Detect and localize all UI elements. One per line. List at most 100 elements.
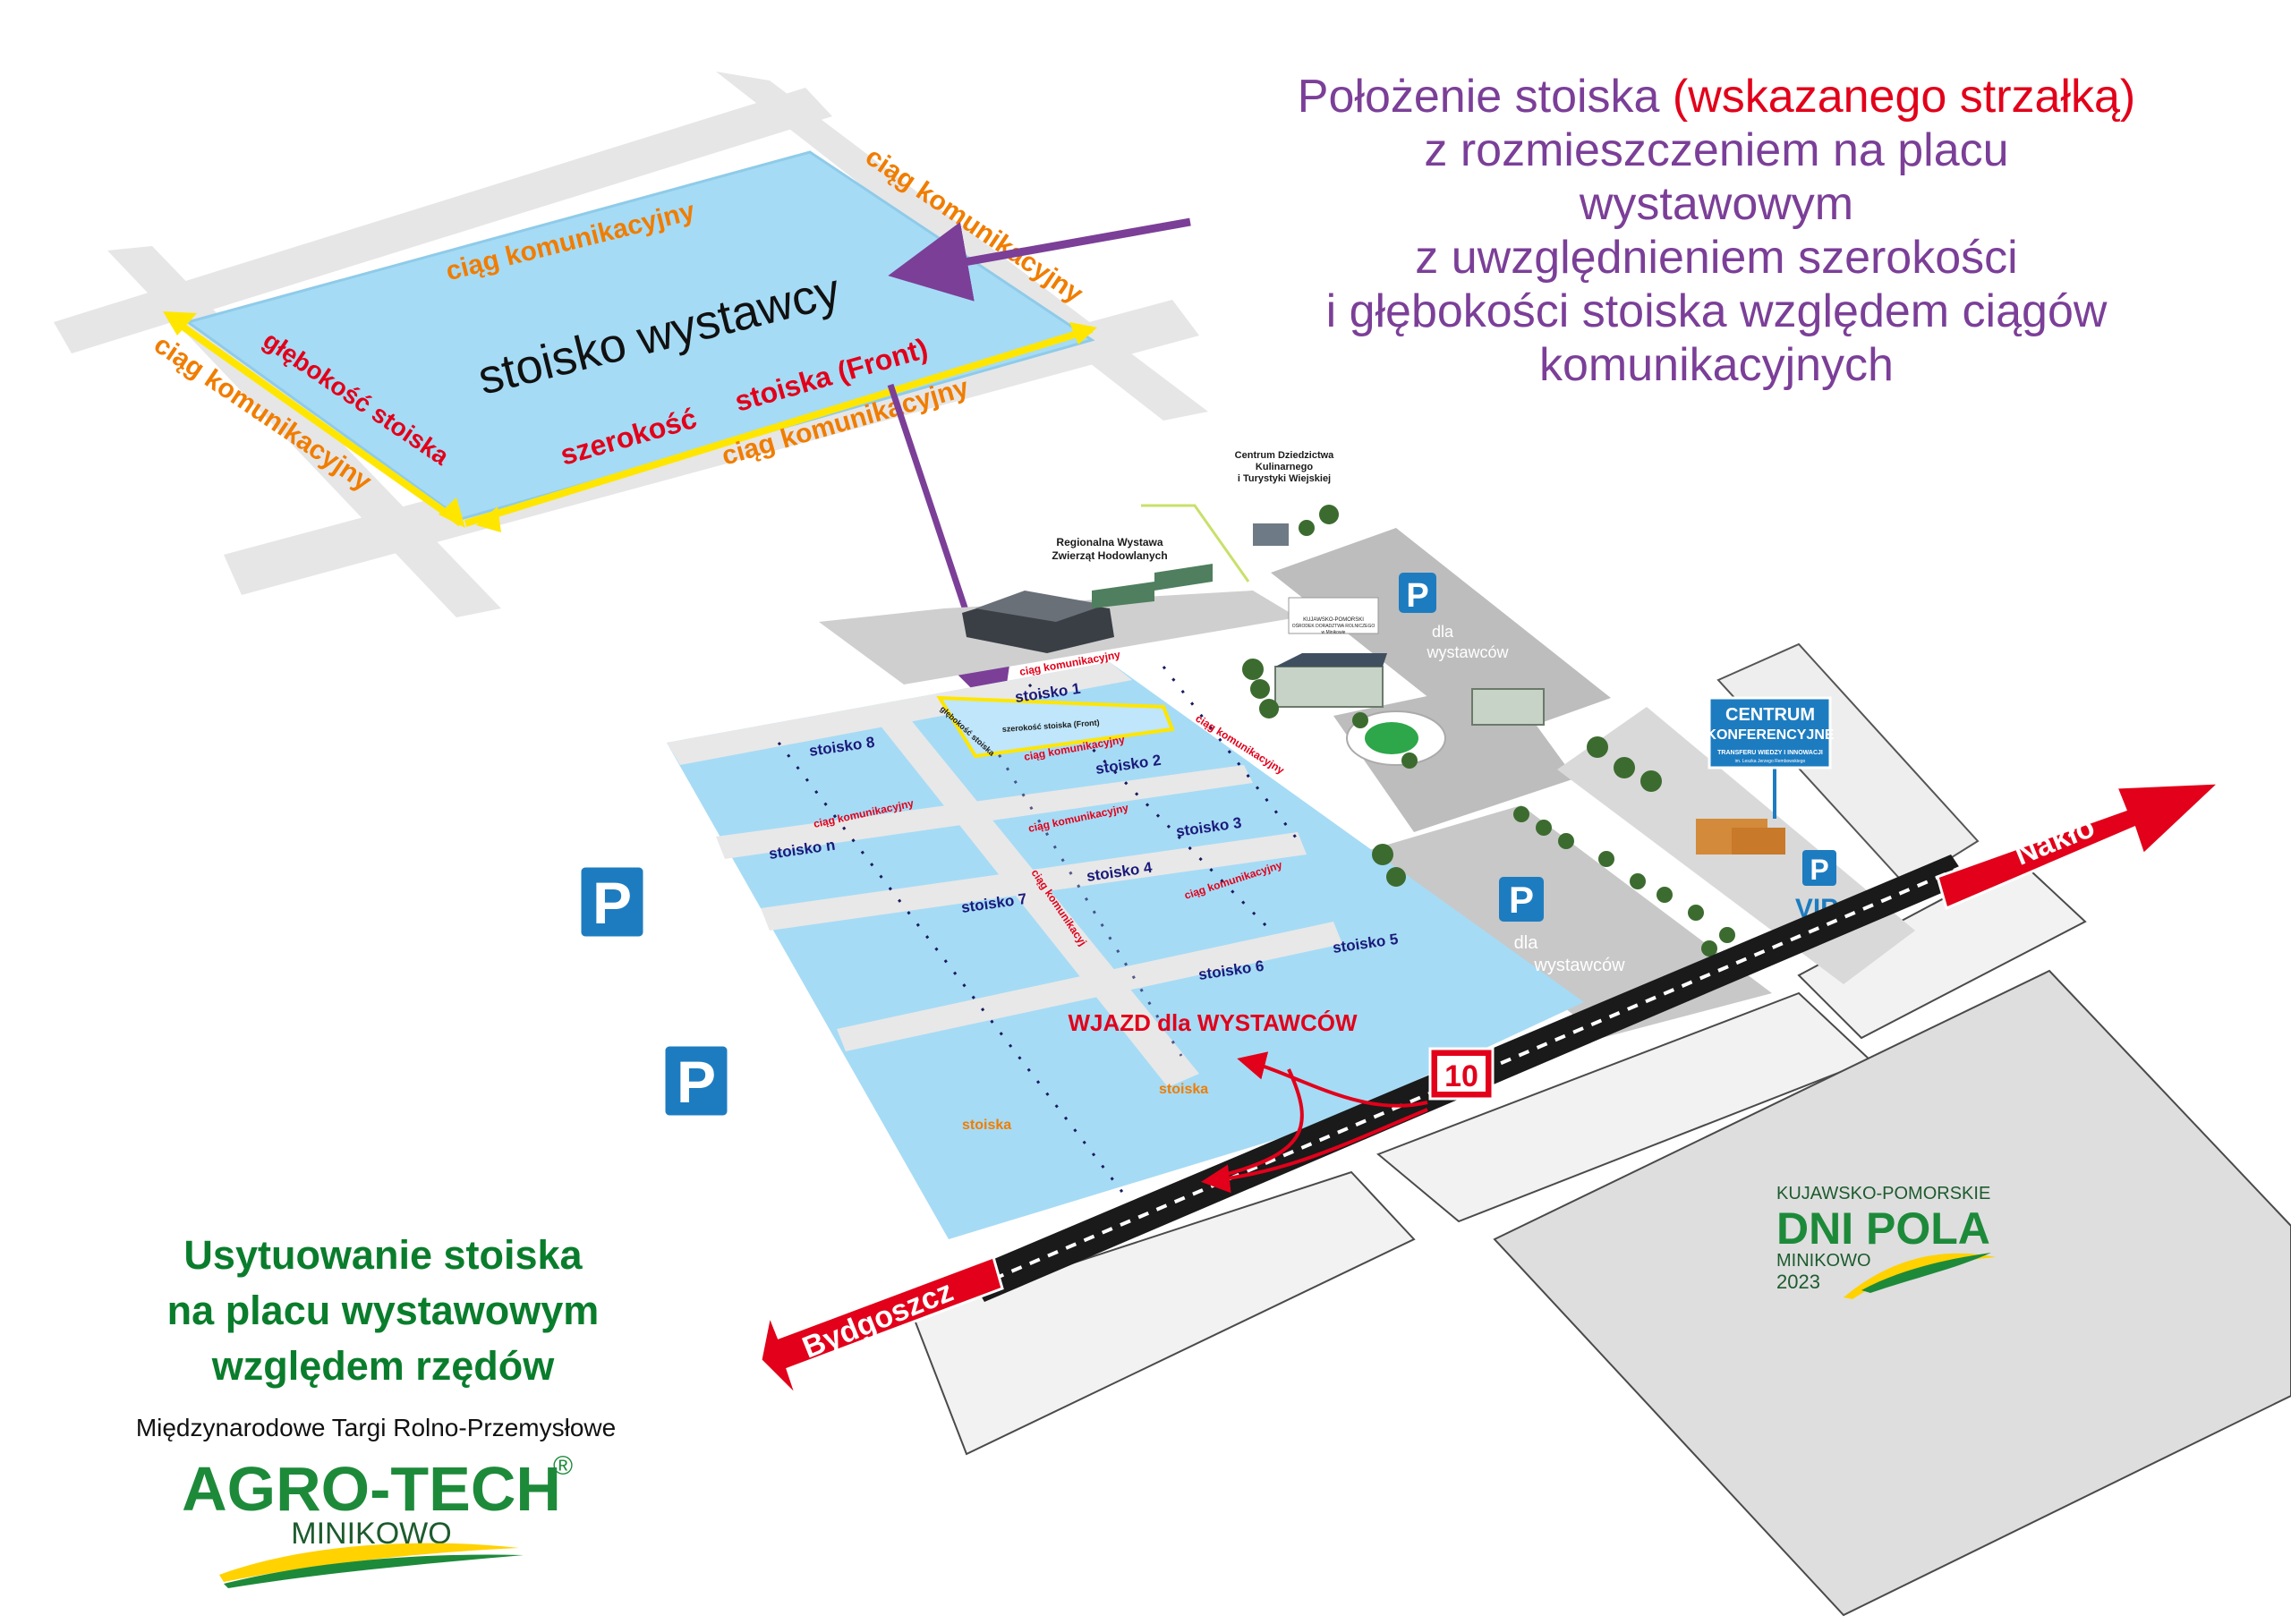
animals-label-1: Regionalna Wystawa	[1056, 536, 1163, 548]
fair-name: AGRO-TECH	[182, 1454, 561, 1524]
entry-label: WJAZD dla WYSTAWCÓW	[1068, 1009, 1358, 1036]
divider-4	[974, 715, 1183, 1057]
stand-label-bottom-2: stoiska	[1159, 1082, 1208, 1097]
animals-shed-1	[1092, 582, 1154, 608]
inset-diagram: stoisko wystawcy ciąg komunikacyjny ciąg…	[54, 72, 1208, 719]
headline-line6: komunikacyjnych	[1539, 339, 1894, 391]
dni-pola-logo: KUJAWSKO-POMORSKIE DNI POLA MINIKOWO 202…	[1776, 1184, 1996, 1299]
headline-line1-red: (wskazanego strzałką)	[1673, 71, 2135, 123]
headline-line1: Położenie stoiska (wskazanego strzałką)	[1298, 71, 2135, 123]
animals-shed-2	[1154, 564, 1213, 591]
parking-sign-left-1: P	[578, 864, 646, 940]
conference-label-1: CENTRUM	[1725, 705, 1815, 725]
exhibition-ground	[667, 662, 1584, 1239]
stand-label-bottom-1: stoiska	[962, 1118, 1011, 1133]
arrow-naklo-shape	[1936, 781, 2223, 911]
parking-sign-top: P	[1399, 573, 1436, 615]
fence-line	[1141, 504, 1250, 582]
parking-sign-vip: P	[1802, 850, 1836, 886]
agro-tech-logo: Międzynarodowe Targi Rolno-Przemysłowe A…	[136, 1414, 616, 1588]
bottom-title: Usytuowanie stoiska na placu wystawowym …	[167, 1232, 600, 1389]
headline-line1-start: Położenie stoiska	[1298, 71, 1673, 123]
plot-right-big	[1493, 969, 2291, 1617]
parking-sign-left-1-letter: P	[592, 870, 632, 936]
headline-line3: wystawowym	[1579, 178, 1853, 230]
highlighted-stand	[936, 695, 1175, 759]
plot-left-bottom	[911, 1170, 1416, 1456]
bottom-title-line1: Usytuowanie stoiska	[183, 1232, 583, 1278]
conference-label-3: TRANSFERU WIEDZY I INNOWACJI	[1717, 750, 1823, 756]
parking-top-label-2: wystawców	[1426, 643, 1509, 661]
inset-aisle-top	[54, 88, 832, 353]
kpodr-label-3: w Minikowie	[1322, 630, 1346, 635]
parking-sign-vip-box	[1802, 850, 1836, 886]
parking-sign-left-1-box	[578, 864, 646, 940]
entry-arrow-3	[1216, 1068, 1304, 1178]
bottom-title-line2: na placu wystawowym	[167, 1288, 600, 1333]
parking-top-label-1: dla	[1432, 623, 1454, 641]
dni-pola-name: DNI POLA	[1776, 1203, 1990, 1254]
entry-arrow-2	[1201, 1108, 1428, 1194]
conference-label-4: im. Leszka Jerzego Rembowskiego	[1735, 759, 1806, 764]
bottom-title-line3: względem rzędów	[211, 1343, 556, 1389]
inset-depth-line	[167, 314, 464, 527]
arrow-naklo: Nakło	[1936, 781, 2223, 911]
kpodr-building	[1274, 666, 1384, 708]
kpodr-label-1: KUJAWSKO-POMORSKI	[1303, 617, 1364, 623]
inset-width-line	[464, 326, 1094, 527]
main-map: stoisko 1 stoisko 2 stoisko 3 stoisko 4 …	[578, 450, 2291, 1617]
dni-pola-swoosh-green	[1861, 1253, 1991, 1293]
kpodr-label-2: OŚRODEK DORADZTWA ROLNICZEGO	[1292, 622, 1375, 629]
lawn-green	[1365, 722, 1418, 754]
heritage-label-1: Centrum Dziedzictwa	[1235, 450, 1335, 461]
heritage-label-3: i Turystyki Wiejskiej	[1238, 473, 1331, 484]
kpodr-building-roof	[1275, 653, 1387, 667]
parking-sign-mid-box	[1499, 877, 1544, 922]
arrow-bydgoszcz-shape	[759, 1255, 1004, 1398]
inset-arrowhead-2	[439, 497, 465, 528]
parking-sign-vip-letter: P	[1810, 854, 1828, 886]
inset-arrowhead-3	[476, 506, 501, 532]
parking-sign-top-letter: P	[1406, 577, 1428, 615]
heritage-label-2: Kulinarnego	[1256, 462, 1313, 472]
office-building	[1471, 688, 1545, 726]
parking-sign-top-box	[1399, 573, 1436, 613]
parking-sign-left-2: P	[662, 1043, 730, 1118]
parking-sign-left-2-letter: P	[677, 1049, 716, 1115]
barn-roof	[975, 591, 1105, 622]
conference-label-2: KONFERENCYJNE	[1706, 727, 1834, 743]
road-number: 10	[1444, 1059, 1478, 1093]
animals-label-2: Zwierząt Hodowlanych	[1052, 549, 1167, 562]
headline-line5: i głębokości stoiska względem ciągów	[1326, 285, 2108, 337]
parking-mid-label-1: dla	[1514, 933, 1539, 953]
inset-booth	[184, 150, 1095, 521]
conference-annex	[1732, 828, 1785, 855]
headline-line2: z rozmieszczeniem na placu	[1424, 124, 2008, 176]
fair-reg: ®	[553, 1451, 573, 1481]
headline-line4: z uwzględnieniem szerokości	[1415, 232, 2017, 284]
dni-pola-town: MINIKOWO	[1776, 1251, 1871, 1271]
parking-mid-label-2: wystawców	[1533, 956, 1625, 975]
entry-arrow-1	[1237, 1051, 1428, 1108]
dni-pola-region: KUJAWSKO-POMORSKIE	[1776, 1184, 1990, 1203]
kpodr-sign	[1288, 597, 1379, 634]
fair-swoosh-yellow	[219, 1543, 519, 1582]
headline: Położenie stoiska (wskazanego strzałką) …	[1298, 71, 2135, 391]
dni-pola-year: 2023	[1776, 1271, 1820, 1293]
parking-sign-mid-letter: P	[1509, 879, 1534, 921]
conference-sign	[1708, 696, 1832, 769]
trees	[1242, 505, 1735, 957]
inset-arrowhead-4	[1069, 322, 1097, 344]
road-number-inner	[1437, 1056, 1486, 1092]
heritage-building	[1253, 523, 1289, 546]
fair-subtitle: Międzynarodowe Targi Rolno-Przemysłowe	[136, 1414, 616, 1441]
aisle-v1	[873, 711, 1199, 1087]
dni-pola-swoosh-yellow	[1844, 1253, 1996, 1299]
fair-swoosh-green	[224, 1554, 524, 1588]
inset-arrowhead-1	[163, 311, 197, 336]
pointer-arrow-headline	[888, 217, 1191, 302]
parking-sign-left-2-box	[662, 1043, 730, 1118]
parking-sign-mid: P	[1499, 877, 1544, 922]
